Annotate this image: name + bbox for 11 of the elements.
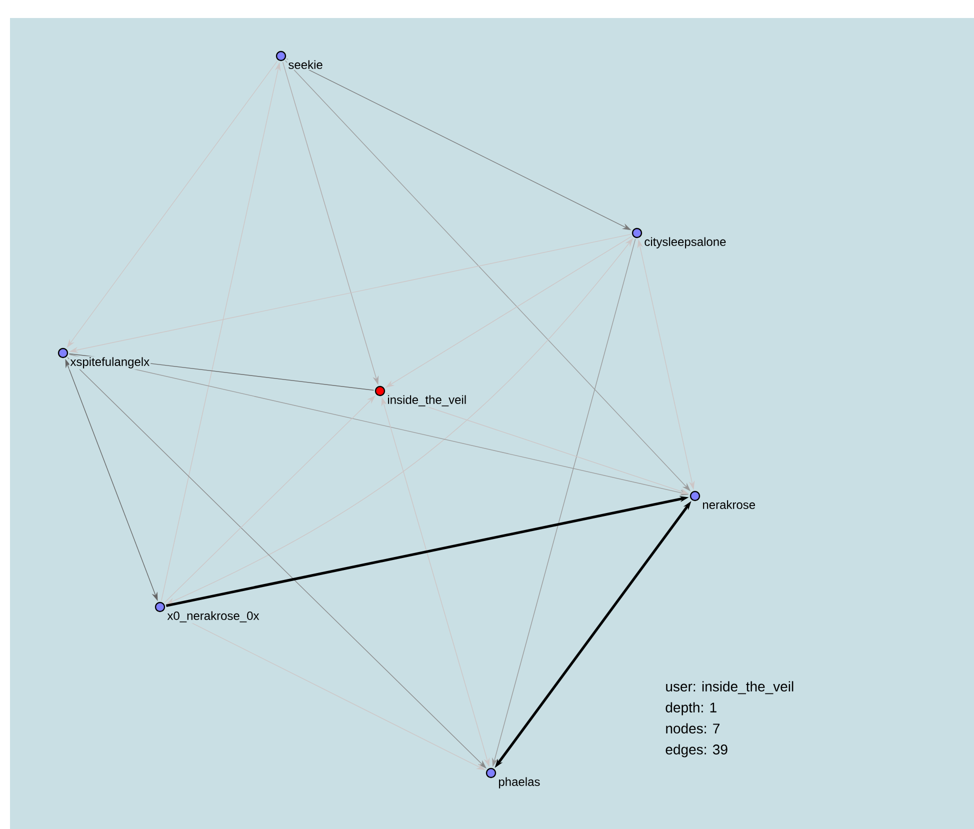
node-label: xspitefulangelx [69, 356, 151, 370]
node-label: citysleepsalone [643, 236, 728, 250]
stats-line: nodes: 7 [666, 723, 720, 734]
node-label: seekie [287, 59, 324, 70]
stats-line: depth: 1 [666, 702, 716, 716]
stats-line: user: inside_the_veil [666, 681, 794, 694]
node-label: x0_nerakrose_0x [166, 610, 260, 624]
node-label: phaelas [497, 776, 542, 790]
node-label: inside_the_veil [386, 394, 468, 408]
node-label: nerakrose [701, 499, 757, 510]
stats-line: edges: 39 [666, 744, 728, 758]
